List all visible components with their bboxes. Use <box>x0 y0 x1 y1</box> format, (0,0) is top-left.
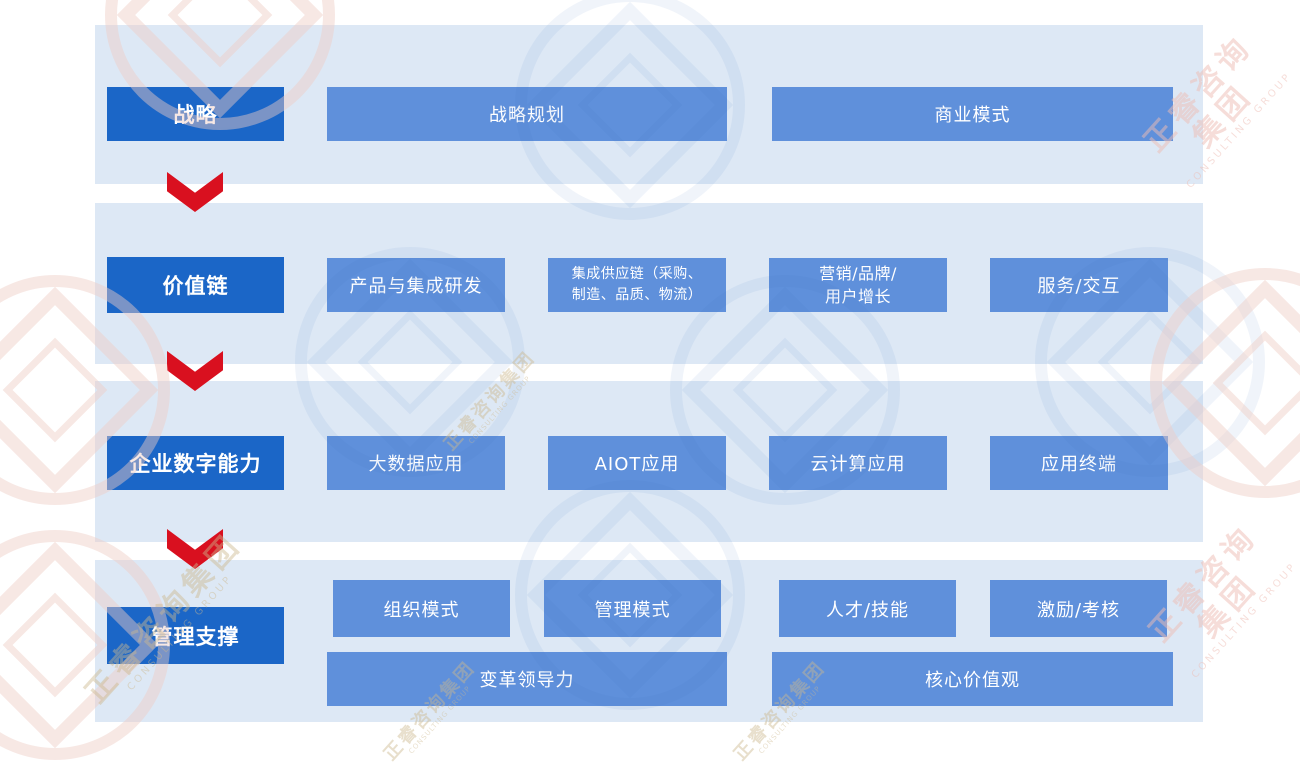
item-organization-model: 组织模式 <box>333 580 510 637</box>
item-cloud-computing-application: 云计算应用 <box>769 436 947 490</box>
row-label-value-chain: 价值链 <box>107 257 284 313</box>
item-management-model: 管理模式 <box>544 580 721 637</box>
item-big-data-application: 大数据应用 <box>327 436 505 490</box>
item-marketing-brand-growth: 营销/品牌/ 用户增长 <box>769 258 947 312</box>
item-core-values: 核心价值观 <box>772 652 1173 706</box>
item-aiot-application: AIOT应用 <box>548 436 726 490</box>
item-integrated-supply-chain: 集成供应链（采购、 制造、品质、物流） <box>548 258 726 312</box>
item-product-integrated-rd: 产品与集成研发 <box>327 258 505 312</box>
item-service-interaction: 服务/交互 <box>990 258 1168 312</box>
item-incentive-assessment: 激励/考核 <box>990 580 1167 637</box>
row-label-management-support: 管理支撑 <box>107 607 284 664</box>
row-label-strategy: 战略 <box>107 87 284 141</box>
item-change-leadership: 变革领导力 <box>327 652 727 706</box>
item-application-terminal: 应用终端 <box>990 436 1168 490</box>
item-talent-skill: 人才/技能 <box>779 580 956 637</box>
row-label-digital-capability: 企业数字能力 <box>107 436 284 490</box>
item-strategic-planning: 战略规划 <box>327 87 727 141</box>
item-business-model: 商业模式 <box>772 87 1173 141</box>
